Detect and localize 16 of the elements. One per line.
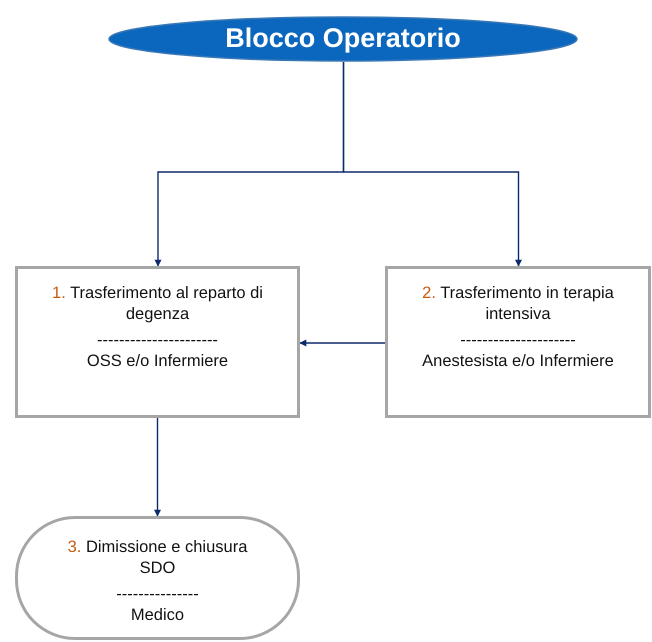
process-box: [15, 266, 300, 418]
role-text: Anestesista e/o Infermiere: [422, 351, 614, 372]
role-text: OSS e/o Infermiere: [86, 351, 228, 372]
divider-text: ---------------------: [460, 330, 576, 351]
step-title: 2. Trasferimento in terapia intensiva: [421, 283, 615, 326]
divider-text: ---------------: [116, 584, 199, 605]
title-text: Blocco Operatorio: [225, 22, 461, 56]
process-box: [385, 266, 651, 418]
start-ellipse: [108, 16, 578, 62]
arrow: [342, 62, 522, 267]
step-title: 3. Dimissione e chiusura SDO: [66, 537, 248, 580]
step-title: 1. Trasferimento al reparto di degenza: [51, 283, 264, 326]
role-text: Medico: [130, 605, 184, 626]
arrow: [154, 418, 161, 517]
divider-text: ----------------------: [97, 330, 218, 351]
arrow: [299, 340, 385, 346]
